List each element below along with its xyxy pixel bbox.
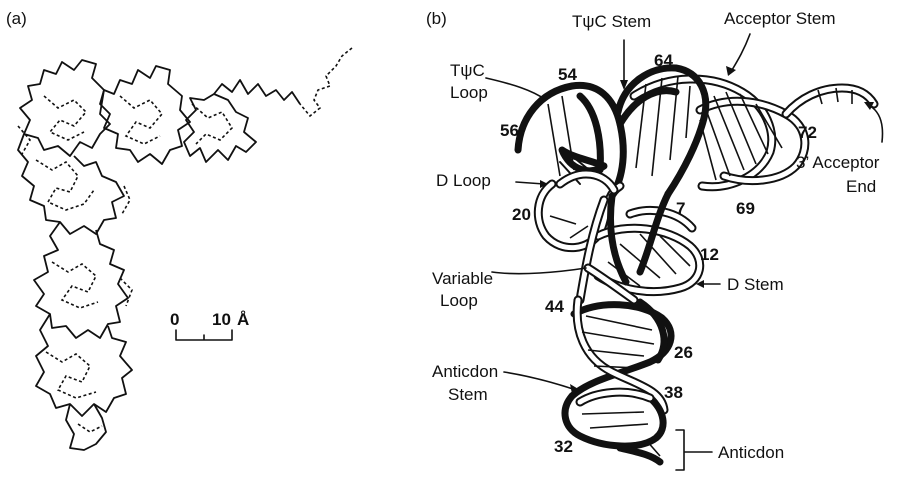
residue-72: 72 <box>798 123 817 142</box>
acceptor-end-label-line2: End <box>846 177 876 196</box>
tpsic-loop-label-line2: Loop <box>450 83 488 102</box>
residue-38: 38 <box>664 383 683 402</box>
residue-12: 12 <box>700 245 719 264</box>
leader-lines <box>486 34 883 470</box>
backbone-trace <box>18 48 352 450</box>
panel-b-label: (b) <box>426 9 447 28</box>
acceptor-stem-label: Acceptor Stem <box>724 9 836 28</box>
scale-bar-unit: Å <box>237 310 249 329</box>
variable-loop-label-line1: Variable <box>432 269 493 288</box>
acceptor-stem-arrowhead <box>726 66 736 76</box>
scale-bar: 0 10 Å <box>170 310 249 340</box>
panel-a-label: (a) <box>6 9 27 28</box>
residue-32: 32 <box>554 437 573 456</box>
anticodon-label: Anticdon <box>718 443 784 462</box>
residue-56: 56 <box>500 121 519 140</box>
d-stem-label: D Stem <box>727 275 784 294</box>
trna-ribbon <box>518 68 874 462</box>
anticodon-stem-label-line1: Anticdon <box>432 362 498 381</box>
acceptor-end-label-line1: 3’ Acceptor <box>796 153 880 172</box>
tpsic-loop-label-line1: TψC <box>450 61 485 80</box>
tpsic-stem-label: TψC Stem <box>572 12 651 31</box>
variable-loop-label-line2: Loop <box>440 291 478 310</box>
residue-26: 26 <box>674 343 693 362</box>
residue-64: 64 <box>654 51 673 70</box>
scale-bar-start: 0 <box>170 310 179 329</box>
d-loop-label: D Loop <box>436 171 491 190</box>
residue-54: 54 <box>558 65 577 84</box>
residue-69: 69 <box>736 199 755 218</box>
scale-bar-end: 10 <box>212 310 231 329</box>
residue-7: 7 <box>676 199 685 218</box>
residue-44: 44 <box>545 297 564 316</box>
residue-20: 20 <box>512 205 531 224</box>
anticodon-stem-label-line2: Stem <box>448 385 488 404</box>
